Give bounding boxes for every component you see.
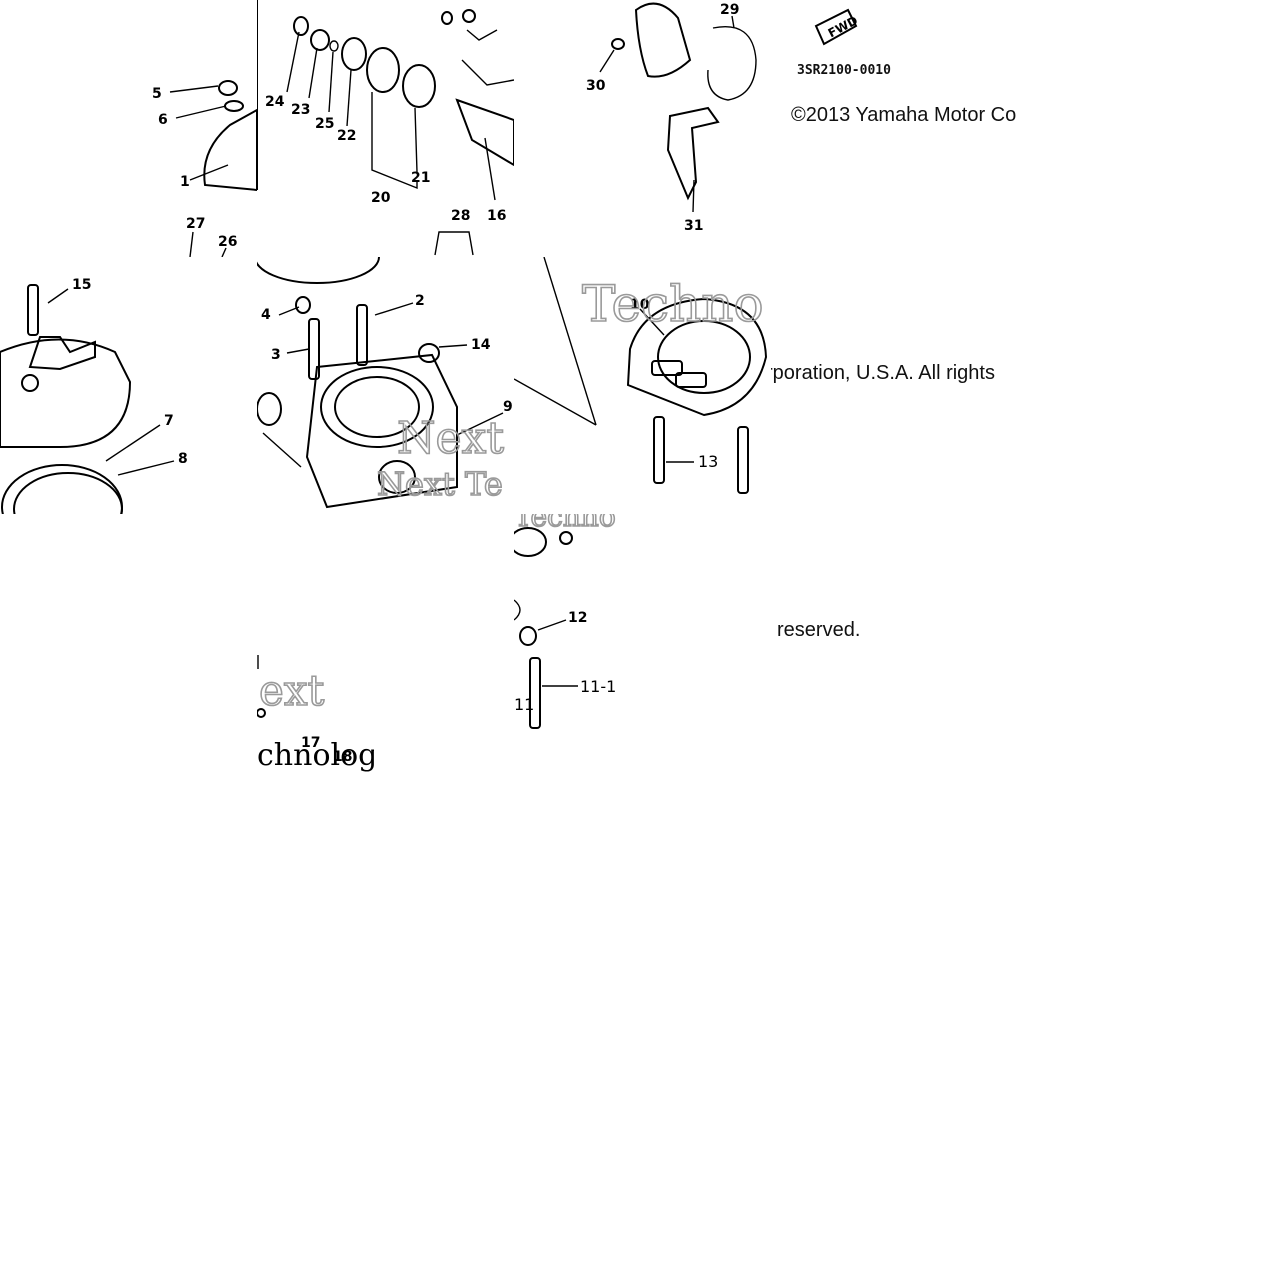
callout-11: 11 [514, 695, 534, 714]
diagram-tile-water-pump: 24 23 25 22 20 21 16 28 [257, 0, 514, 257]
callout-16: 16 [487, 208, 506, 224]
nut-12-shape [519, 626, 537, 646]
diagram-tile-cylinder-head: 5 6 1 27 26 [0, 0, 257, 257]
stud-13a-shape [653, 416, 665, 484]
washer-6-shape [224, 100, 244, 112]
callout-9: 9 [503, 399, 513, 415]
gasket-31-shape [666, 106, 720, 201]
callout-15: 15 [72, 277, 91, 293]
callout-11-1: 11-1 [580, 677, 616, 696]
callout-28: 28 [451, 208, 470, 224]
watermark-techno: Techno [582, 275, 764, 333]
cylinder-head-shape [203, 108, 257, 192]
diagram-tile-lower-fragment: ext 17 18 chnolog [257, 655, 374, 773]
nut-4-shape [295, 296, 311, 314]
diagram-tile-pump-cover: 30 29 31 [578, 0, 773, 240]
copyright-line-1: ©2013 Yamaha Motor Co [791, 104, 1017, 126]
callout-21: 21 [411, 170, 430, 186]
seal-20-shape [366, 47, 400, 93]
watermark-chnolog: chnolog [257, 738, 374, 773]
part-24-shape [293, 16, 309, 36]
callout-5: 5 [152, 86, 162, 102]
callout-25: 25 [315, 116, 334, 132]
watermark-next: Next [397, 413, 504, 464]
callout-14: 14 [471, 337, 491, 353]
callout-29: 29 [720, 2, 739, 18]
callout-20: 20 [371, 190, 391, 206]
callout-22: 22 [337, 128, 356, 144]
part-23-shape [310, 29, 330, 51]
temp-sensor-15-shape [27, 284, 39, 336]
callout-30: 30 [586, 78, 606, 94]
oring-8-shape [13, 472, 123, 514]
callout-26: 26 [218, 234, 237, 250]
callout-6: 6 [158, 112, 168, 128]
callout-23: 23 [291, 102, 310, 118]
watermark-next-te: Next Te [377, 465, 503, 503]
pump-cover-shape [634, 2, 692, 78]
callout-24: 24 [265, 94, 285, 110]
callout-1: 1 [180, 174, 190, 190]
callout-3: 3 [271, 347, 281, 363]
callout-4: 4 [261, 307, 271, 323]
cylinder-body-shape [305, 353, 458, 509]
callout-31: 31 [684, 218, 703, 234]
diagram-tile-head-top: 15 7 8 [0, 257, 257, 514]
cylinder-head-body-shape [0, 338, 132, 448]
oring-21-shape [402, 64, 436, 108]
diagram-tile-base-gasket: 10 13 Techno [514, 257, 771, 514]
fwd-badge: FWD [812, 4, 862, 48]
callout-12: 12 [568, 610, 587, 626]
callout-17: 17 [301, 735, 320, 751]
stud-2-shape [356, 304, 368, 366]
gasket-10-shape [626, 297, 768, 417]
shaft-16-shape [455, 98, 514, 167]
callout-18: 18 [333, 749, 352, 765]
copyright-line-2: rporation, U.S.A. All rights [766, 362, 995, 384]
part-25-shape [329, 40, 339, 52]
part-code: 3SR2100-0010 [797, 63, 891, 78]
diagram-tile-cylinder: 4 3 2 14 9 Next Next Te [257, 257, 514, 514]
watermark-technologies: Techno [514, 514, 616, 533]
stud-11-shape [529, 657, 541, 729]
callout-7: 7 [164, 413, 174, 429]
stud-13b-shape [737, 426, 749, 494]
nut-14-shape [418, 343, 440, 363]
diagram-tile-stud-11: Techno 12 11-1 11 [514, 514, 634, 730]
watermark-ext: ext [259, 666, 325, 715]
bearing-22-shape [341, 37, 367, 71]
callout-10: 10 [630, 297, 650, 313]
callout-8: 8 [178, 451, 188, 467]
callout-27: 27 [186, 216, 205, 232]
callout-13: 13 [698, 452, 718, 471]
callout-2: 2 [415, 293, 425, 309]
bolt-5-shape [218, 80, 238, 96]
copyright-line-3: reserved. [777, 619, 861, 641]
